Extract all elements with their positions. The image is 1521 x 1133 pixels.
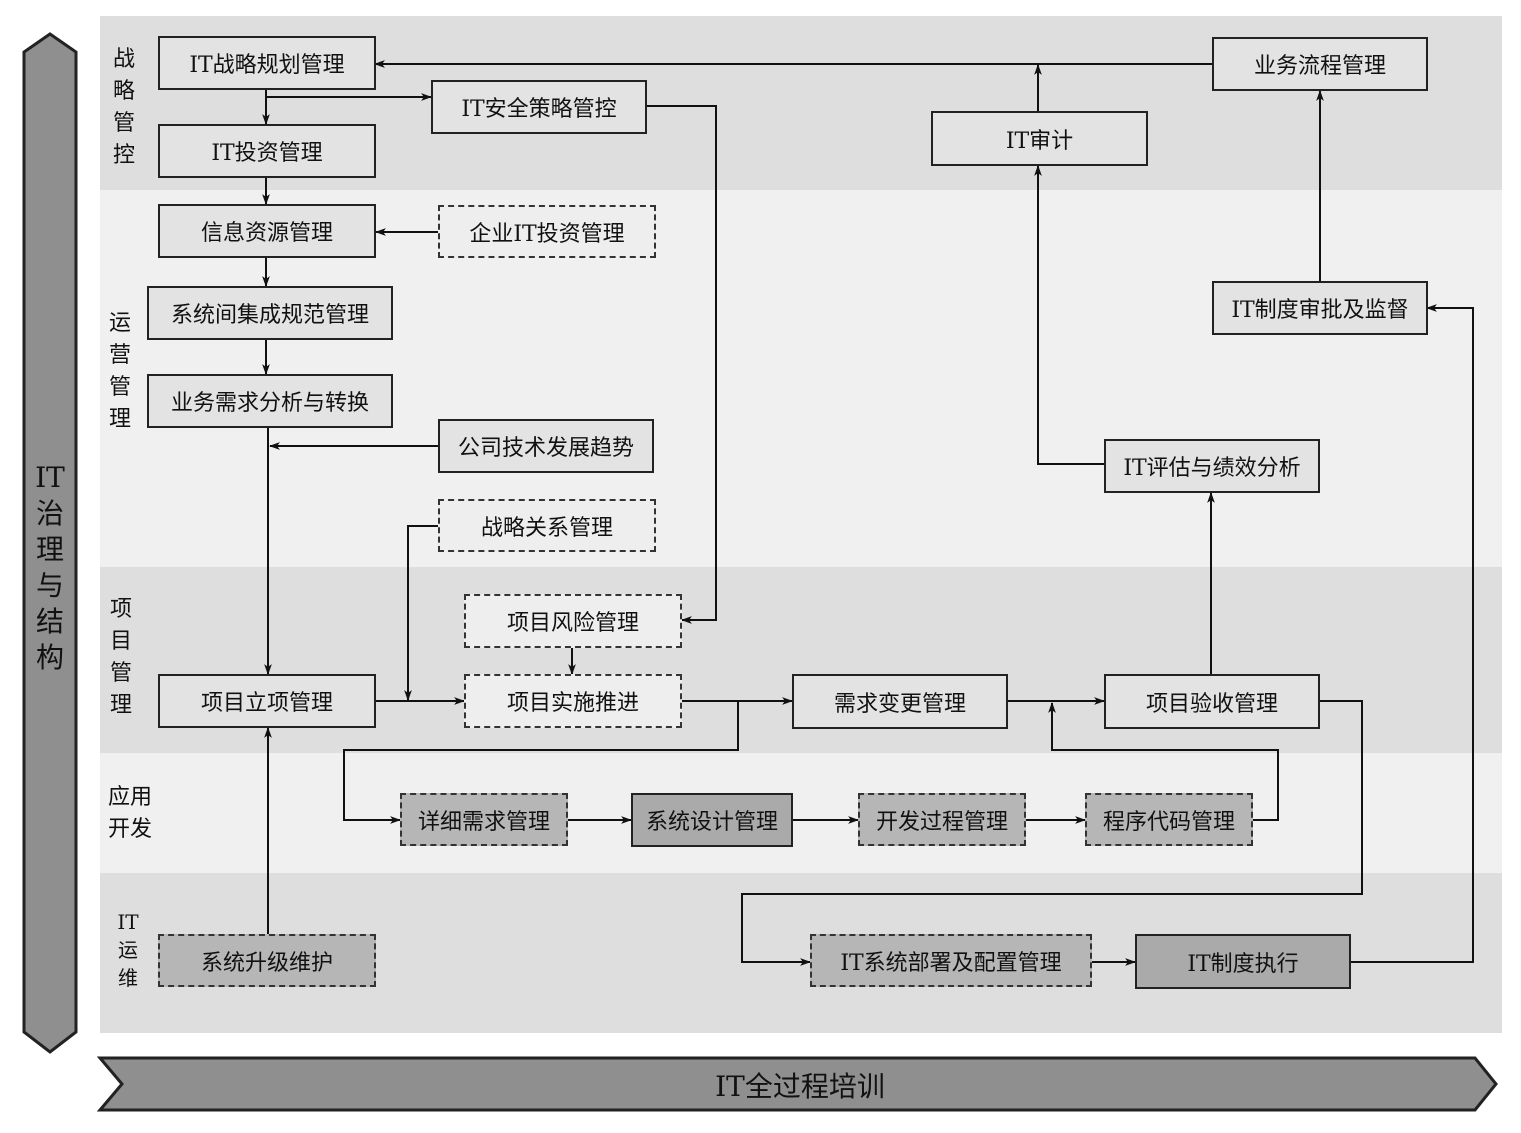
node-project-implementation: 项目实施推进 (464, 674, 682, 728)
node-it-evaluation: IT评估与绩效分析 (1104, 439, 1320, 493)
node-system-design: 系统设计管理 (631, 793, 793, 847)
lane-label-strategy: 战略管控 (112, 47, 135, 168)
lane-label-application: 应用开发 (107, 785, 152, 842)
it-training-label: IT全过程培训 (715, 1070, 885, 1103)
node-enterprise-it-investment: 企业IT投资管理 (438, 205, 656, 258)
it-governance-label: IT治理与结构 (35, 461, 65, 674)
node-business-requirements: 业务需求分析与转换 (147, 374, 393, 428)
lane-label-operation: 运营管理 (108, 311, 131, 432)
node-detailed-requirements: 详细需求管理 (400, 793, 568, 846)
lane-band-application (100, 753, 1502, 873)
node-dev-process: 开发过程管理 (858, 793, 1026, 846)
node-info-resource: 信息资源管理 (158, 204, 376, 258)
lane-label-project: 项目管理 (109, 597, 132, 718)
node-strategic-relations: 战略关系管理 (438, 499, 656, 552)
node-it-deployment: IT系统部署及配置管理 (810, 934, 1092, 987)
node-it-strategy-planning: IT战略规划管理 (158, 36, 376, 90)
node-it-policy-approval: IT制度审批及监督 (1212, 281, 1428, 335)
node-it-policy-execution: IT制度执行 (1135, 934, 1351, 989)
node-tech-trend: 公司技术发展趋势 (438, 419, 654, 473)
node-it-security-policy: IT安全策略管控 (431, 80, 647, 134)
node-project-acceptance: 项目验收管理 (1104, 674, 1320, 729)
node-code-management: 程序代码管理 (1085, 793, 1253, 846)
node-it-audit: IT审计 (931, 111, 1148, 166)
node-system-integration: 系统间集成规范管理 (147, 286, 393, 340)
node-project-risk: 项目风险管理 (464, 594, 682, 648)
node-project-initiation: 项目立项管理 (158, 674, 376, 728)
node-system-upgrade: 系统升级维护 (158, 934, 376, 987)
node-it-investment: IT投资管理 (158, 124, 376, 178)
node-business-process: 业务流程管理 (1212, 37, 1428, 91)
lane-label-it-ops: IT运维 (117, 910, 139, 990)
node-requirement-change: 需求变更管理 (792, 674, 1008, 729)
